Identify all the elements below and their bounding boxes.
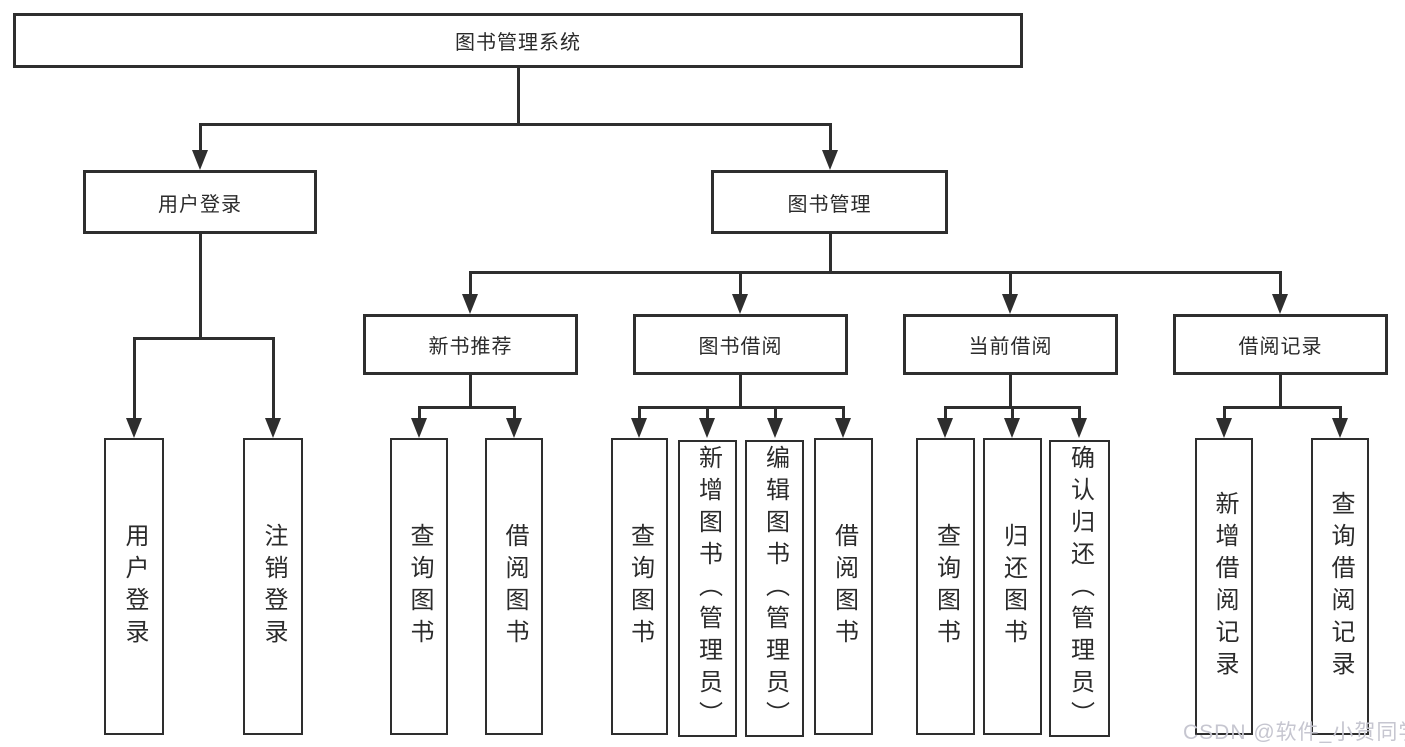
arrow-user-login — [192, 150, 208, 170]
connector-stem-bw-edit — [774, 406, 777, 422]
node-user-login: 用户登录 — [83, 170, 317, 234]
connector-stem-user-login — [199, 123, 202, 155]
csdn-watermark: CSDN @软件_小贺同学 — [1183, 721, 1405, 744]
arrow-login — [126, 418, 142, 438]
connector-borrowing-stem — [739, 375, 742, 406]
node-label: 用户登录 — [158, 193, 242, 216]
node-label: 当前借阅 — [968, 336, 1053, 358]
node-leaf-cur-return: 归还图书 — [983, 438, 1042, 735]
connector-user-login-branch — [133, 337, 274, 340]
arrow-cur-return — [1004, 418, 1020, 438]
node-label: 新书推荐 — [428, 336, 513, 358]
node-label: 编辑图书（管理员） — [761, 444, 789, 733]
connector-stem-logout — [272, 337, 275, 422]
node-leaf-nb-query: 查询图书 — [390, 438, 448, 735]
arrow-current — [1002, 294, 1018, 314]
arrow-cur-confirm — [1071, 418, 1087, 438]
node-label: 新增图书（管理员） — [694, 444, 722, 733]
node-leaf-bw-query: 查询图书 — [611, 438, 668, 735]
connector-borrowing-branch — [638, 406, 845, 409]
node-label: 新增借阅记录 — [1211, 490, 1238, 683]
arrow-logout — [265, 418, 281, 438]
node-label: 图书管理 — [787, 193, 872, 216]
connector-stem-borrowing — [739, 271, 742, 298]
connector-stem-bw-add — [706, 406, 709, 422]
connector-root-stem — [517, 68, 520, 123]
arrow-rec-add — [1216, 418, 1232, 438]
connector-new-books-stem — [469, 375, 472, 406]
arrow-nb-query — [411, 418, 427, 438]
connector-stem-cur-confirm — [1078, 406, 1081, 422]
node-leaf-cur-confirm: 确认归还（管理员） — [1049, 440, 1110, 737]
connector-stem-records — [1279, 271, 1282, 298]
connector-stem-cur-query — [944, 406, 947, 422]
node-label: 借阅图书 — [501, 522, 528, 651]
node-label: 查询图书 — [626, 522, 654, 651]
node-label: 确认归还（管理员） — [1066, 444, 1094, 733]
arrow-records — [1272, 294, 1288, 314]
node-label: 归还图书 — [999, 522, 1027, 651]
connector-new-books-branch — [418, 406, 516, 409]
node-leaf-rec-add: 新增借阅记录 — [1195, 438, 1253, 735]
connector-records-stem — [1279, 375, 1282, 406]
connector-stem-bw-borrow — [842, 406, 845, 422]
connector-book-mgmt-branch — [469, 271, 1282, 274]
arrow-bw-add — [699, 418, 715, 438]
node-leaf-bw-borrow: 借阅图书 — [814, 438, 873, 735]
arrow-book-mgmt — [822, 150, 838, 170]
connector-stem-bw-query — [638, 406, 641, 422]
node-label: 查询借阅记录 — [1327, 490, 1354, 683]
connector-stem-current — [1009, 271, 1012, 298]
node-label: 图书管理系统 — [455, 32, 581, 54]
node-label: 查询图书 — [932, 522, 960, 651]
node-label: 图书借阅 — [698, 336, 783, 358]
node-leaf-cur-query: 查询图书 — [916, 438, 975, 735]
node-leaf-login: 用户登录 — [104, 438, 164, 735]
connector-stem-nb-query — [418, 406, 421, 422]
node-new-books: 新书推荐 — [363, 314, 578, 375]
node-label: 注销登录 — [260, 522, 287, 651]
connector-book-mgmt-stem — [829, 234, 832, 271]
node-label: 查询图书 — [406, 522, 433, 651]
node-root: 图书管理系统 — [13, 13, 1023, 68]
connector-stem-rec-query — [1339, 406, 1342, 422]
connector-current-stem — [1009, 375, 1012, 406]
connector-stem-book-mgmt — [829, 123, 832, 155]
arrow-new-books — [462, 294, 478, 314]
connector-stem-new-books — [469, 271, 472, 298]
arrow-bw-borrow — [835, 418, 851, 438]
connector-stem-nb-borrow — [513, 406, 516, 422]
node-book-mgmt: 图书管理 — [711, 170, 948, 234]
arrow-bw-edit — [767, 418, 783, 438]
node-leaf-nb-borrow: 借阅图书 — [485, 438, 543, 735]
connector-stem-login — [133, 337, 136, 422]
arrow-bw-query — [631, 418, 647, 438]
node-leaf-logout: 注销登录 — [243, 438, 303, 735]
node-leaf-rec-query: 查询借阅记录 — [1311, 438, 1369, 735]
node-label: 用户登录 — [121, 522, 148, 651]
connector-records-branch — [1223, 406, 1341, 409]
node-records: 借阅记录 — [1173, 314, 1388, 375]
connector-stem-rec-add — [1223, 406, 1226, 422]
connector-stem-cur-return — [1011, 406, 1014, 422]
arrow-rec-query — [1332, 418, 1348, 438]
arrow-cur-query — [937, 418, 953, 438]
arrow-borrowing — [732, 294, 748, 314]
node-label: 借阅图书 — [830, 522, 858, 651]
connector-user-login-stem — [199, 234, 202, 337]
arrow-nb-borrow — [506, 418, 522, 438]
node-leaf-bw-edit: 编辑图书（管理员） — [745, 440, 804, 737]
node-label: 借阅记录 — [1238, 336, 1323, 358]
node-borrowing: 图书借阅 — [633, 314, 848, 375]
node-leaf-bw-add: 新增图书（管理员） — [678, 440, 737, 737]
connector-root-branch — [199, 123, 831, 126]
node-current: 当前借阅 — [903, 314, 1118, 375]
